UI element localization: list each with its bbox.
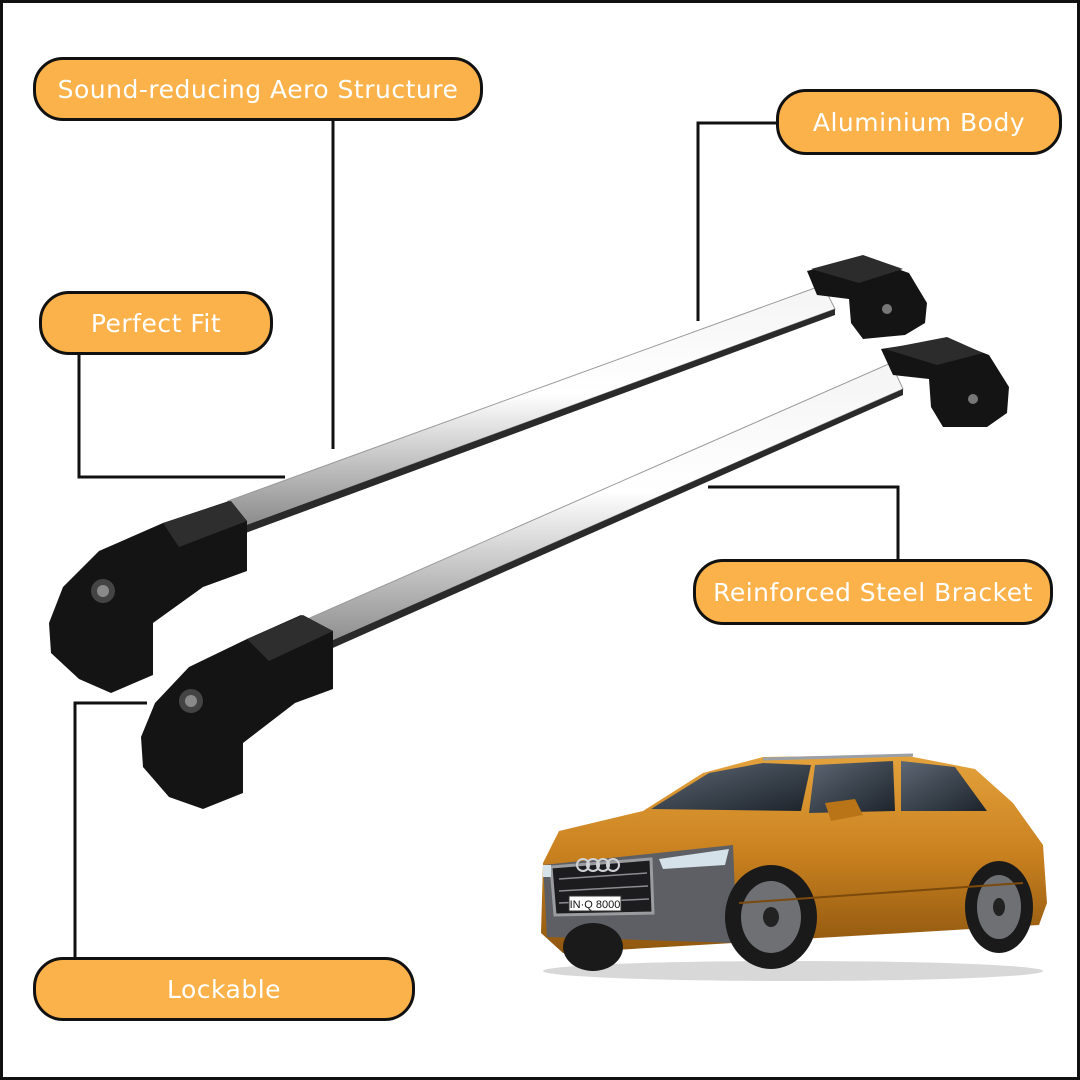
wheel-rear [965,861,1033,953]
wheel-front [725,865,817,969]
leader-line-lockable [73,701,147,961]
leader-line-perfect-fit [77,353,285,479]
label-lockable-text: Lockable [166,974,282,1004]
label-lockable: Lockable [33,957,415,1021]
wheel-front-left [563,923,623,971]
label-aluminium-body: Aluminium Body [776,89,1062,155]
label-sound-reducing: Sound-reducing Aero Structure [33,57,483,121]
crossbar-front [141,337,1009,809]
leader-line-reinforced [708,485,900,561]
leader-line-aluminium [696,121,776,321]
label-reinforced-bracket-text: Reinforced Steel Bracket [713,577,1033,607]
label-sound-reducing-text: Sound-reducing Aero Structure [57,74,459,104]
four-rings-logo-icon [576,858,620,872]
leader-lines [73,121,900,961]
label-perfect-fit-text: Perfect Fit [90,308,222,338]
product-illustration: IN·Q 8000 [49,121,1047,981]
license-plate-text: IN·Q 8000 [570,899,621,911]
label-reinforced-bracket: Reinforced Steel Bracket [693,559,1053,625]
label-aluminium-body-text: Aluminium Body [812,107,1026,137]
crossbar-back [49,255,927,693]
suv-car-icon [541,753,1047,981]
label-perfect-fit: Perfect Fit [39,291,273,355]
roof-rack-crossbars-icon [49,255,1009,809]
